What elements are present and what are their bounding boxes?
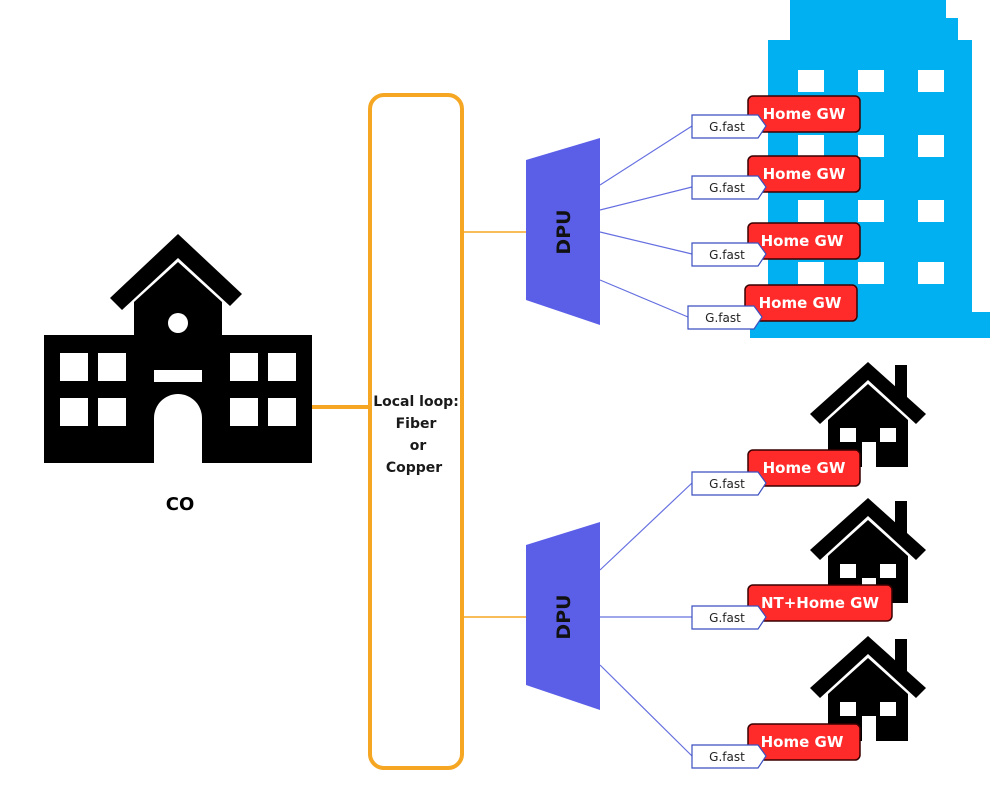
home-gw-label: Home GW <box>761 232 844 250</box>
top-link-4: Home GW G.fast <box>687 284 858 330</box>
gfast-tag <box>691 605 767 630</box>
home-gw-label: Home GW <box>763 105 846 123</box>
gfast-tag <box>691 242 767 267</box>
nt-home-gw-label: NT+Home GW <box>761 594 880 612</box>
local-loop-line3: or <box>410 438 427 454</box>
home-gw-box <box>747 449 861 487</box>
dpu-bottom: DPU <box>526 522 600 710</box>
home-gw-label: Home GW <box>759 294 842 312</box>
local-loop-bar <box>368 93 464 770</box>
top-link-3: Home GW G.fast <box>691 222 861 267</box>
home-gw-label: Home GW <box>763 459 846 477</box>
local-loop-line1: Local loop: <box>373 394 459 410</box>
gfast-label: G.fast <box>709 120 745 134</box>
bottom-link-2: NT+Home GW G.fast <box>691 584 893 630</box>
home-gw-box <box>747 222 861 260</box>
home-gw-label: Home GW <box>763 165 846 183</box>
gfast-label: G.fast <box>709 181 745 195</box>
gfast-tag <box>687 305 763 330</box>
home-gw-box <box>747 155 861 193</box>
gfast-tag <box>691 175 767 200</box>
dpu-top: DPU <box>526 138 600 325</box>
home-gw-label: Home GW <box>761 733 844 751</box>
nt-home-gw-box <box>747 584 893 622</box>
home-gw-box <box>747 95 861 133</box>
school-building-icon <box>44 234 312 463</box>
gfast-label: G.fast <box>709 750 745 764</box>
local-loop-label: Local loop: Fiber or Copper <box>373 394 459 476</box>
dpu-top-label: DPU <box>553 209 575 254</box>
top-link-2: Home GW G.fast <box>691 155 861 200</box>
dpu-connectors <box>599 125 693 757</box>
gfast-label: G.fast <box>709 611 745 625</box>
home-gw-box <box>747 723 861 761</box>
gfast-tag <box>691 114 767 139</box>
local-loop-line2: Fiber <box>396 416 437 432</box>
local-loop-line4: Copper <box>386 460 442 476</box>
top-link-1: Home GW G.fast <box>691 95 861 139</box>
gfast-label: G.fast <box>705 311 741 325</box>
gfast-tag <box>691 471 767 496</box>
bottom-link-1: Home GW G.fast <box>691 449 861 496</box>
gfast-label: G.fast <box>709 248 745 262</box>
gfast-tag <box>691 744 767 769</box>
home-gw-box <box>744 284 858 322</box>
dpu-bottom-label: DPU <box>553 594 575 639</box>
bottom-link-3: Home GW G.fast <box>691 723 861 769</box>
gfast-label: G.fast <box>709 477 745 491</box>
co-label: CO <box>166 494 195 515</box>
